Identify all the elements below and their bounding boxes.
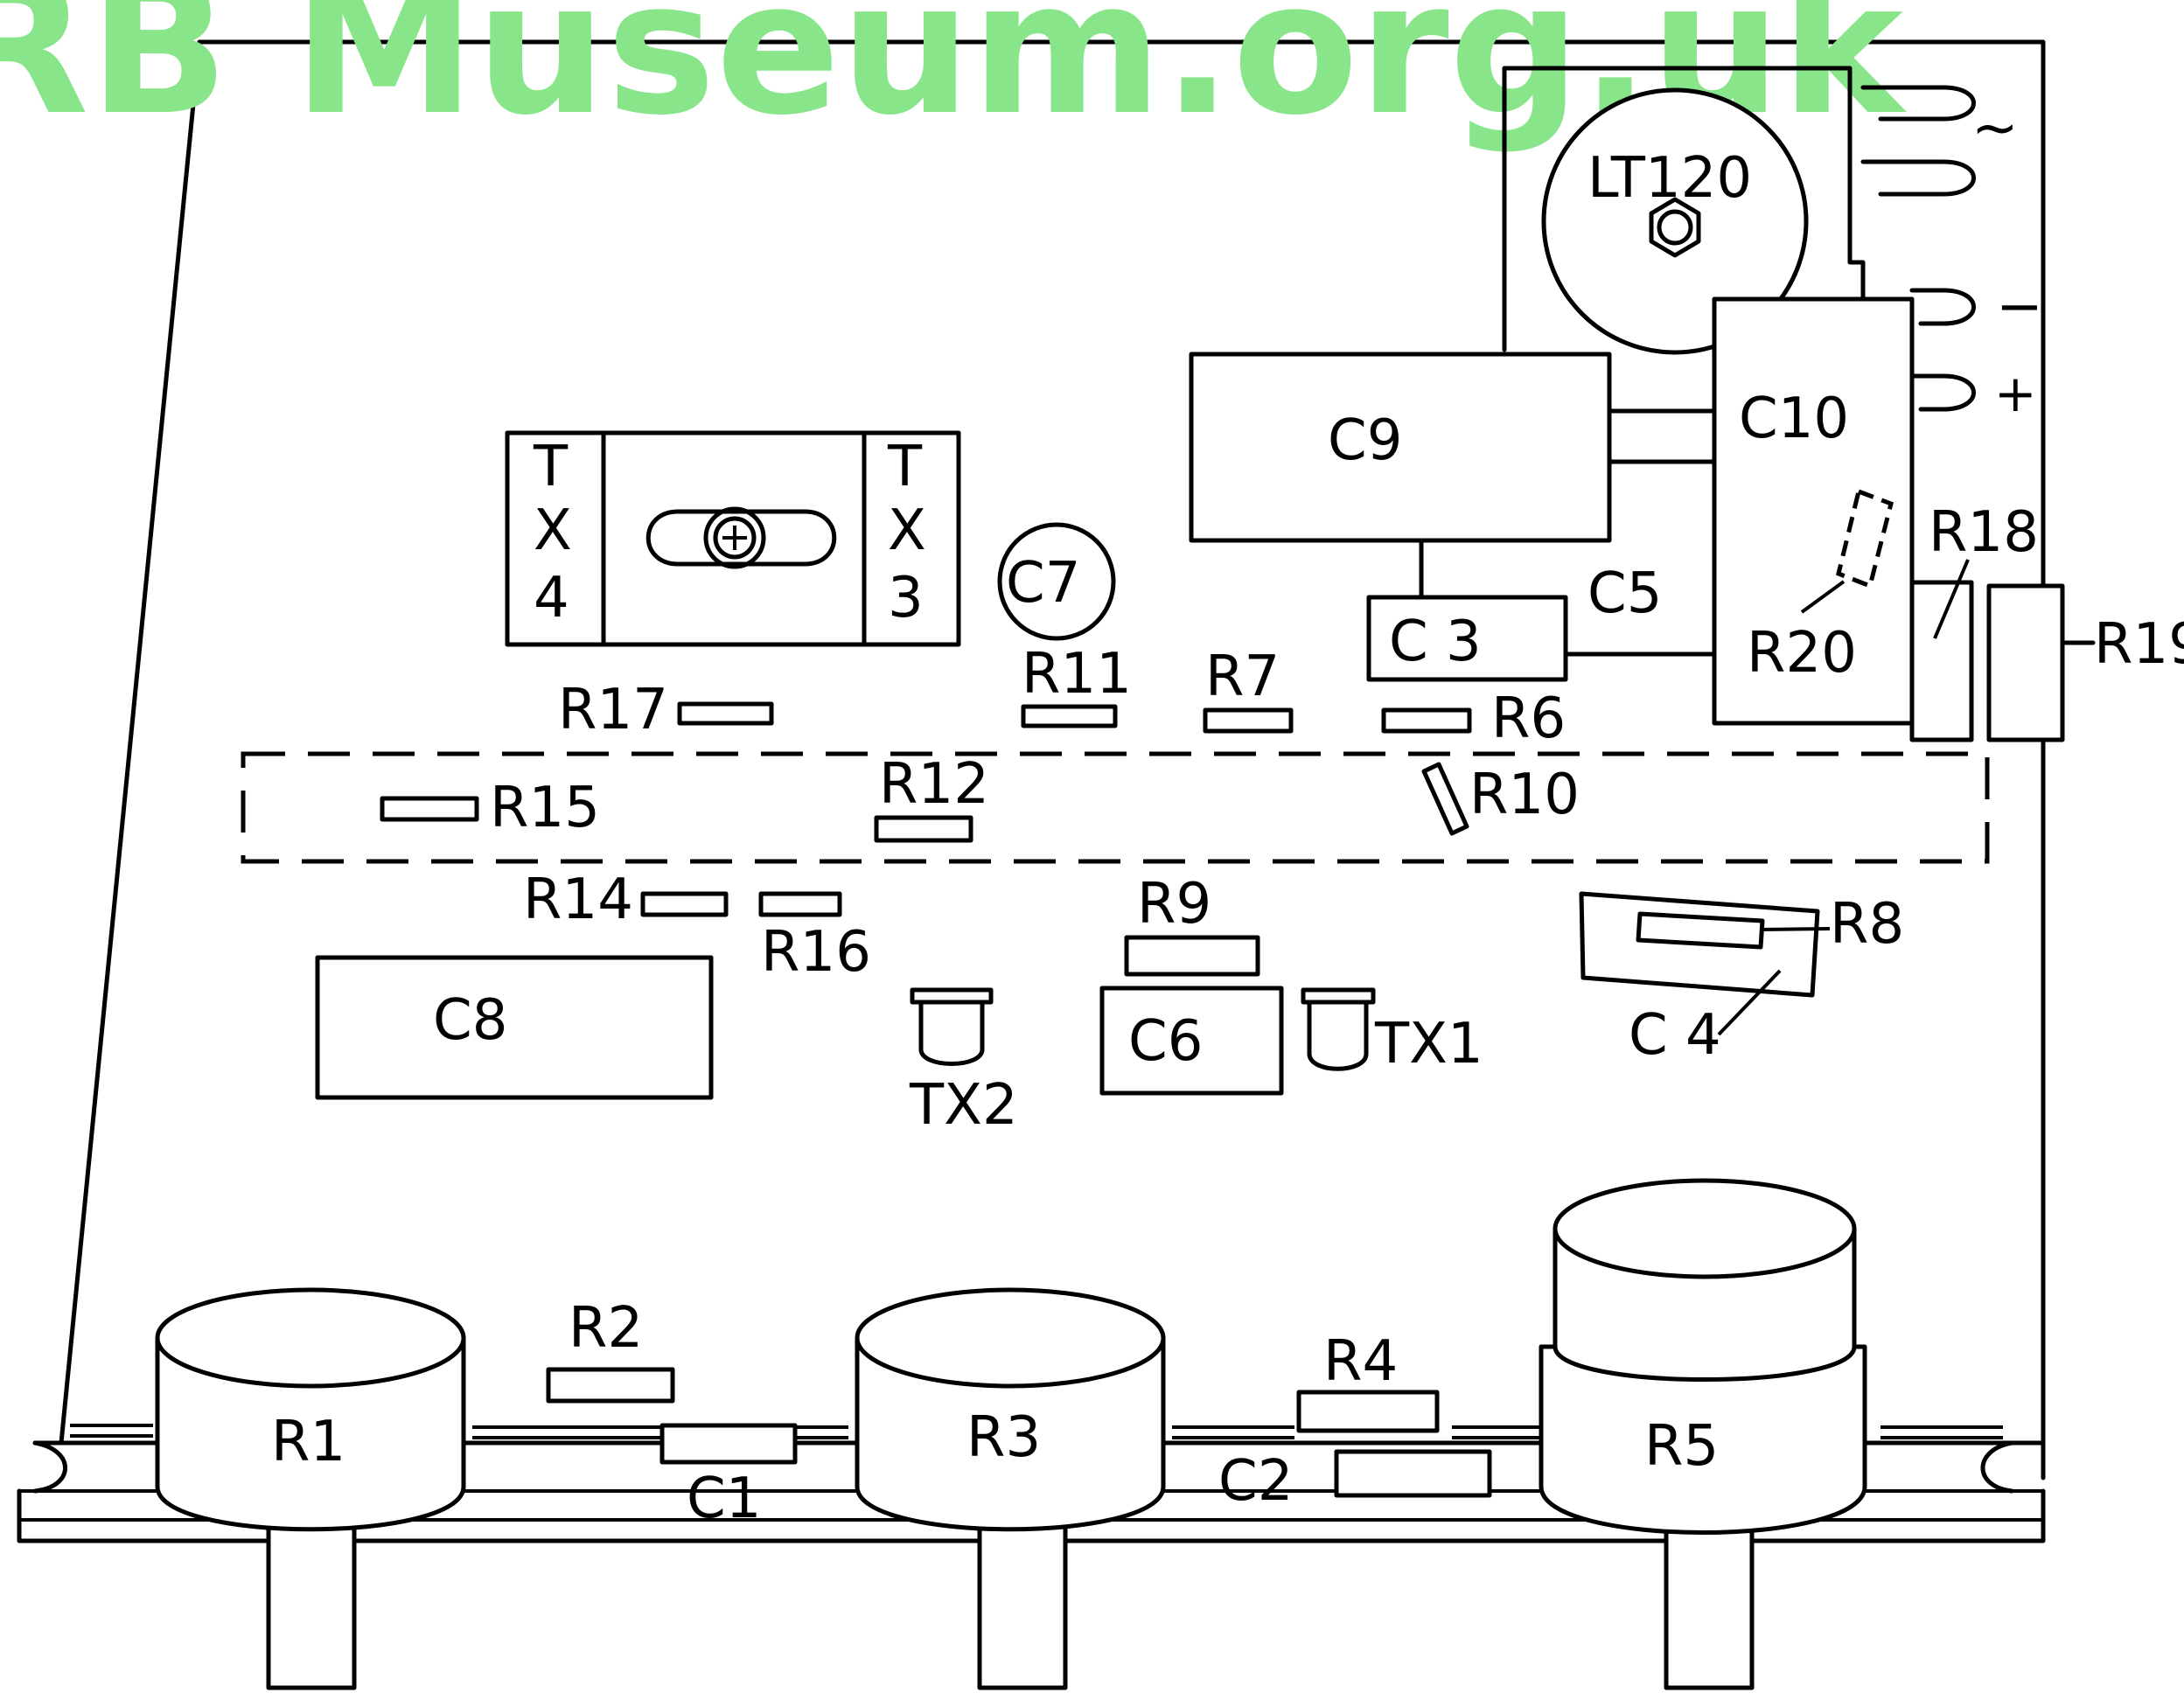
screening-dashed-outline xyxy=(241,751,1990,864)
c10-label: C10 xyxy=(1739,387,1849,451)
r1-label: R1 xyxy=(271,1410,345,1474)
tx3-label-t: T xyxy=(887,435,923,499)
terminal-tags xyxy=(1860,85,1976,412)
c2-label: C2 xyxy=(1218,1449,1293,1514)
r17-label: R17 xyxy=(558,678,668,742)
c7-label: C7 xyxy=(1006,551,1080,616)
tx4-label-t: T xyxy=(533,435,569,499)
r5-potentiometer xyxy=(1539,1178,1867,1690)
panel-groove-lines xyxy=(70,1424,2003,1439)
r20-leader xyxy=(1800,580,1846,614)
r1-potentiometer xyxy=(155,1287,466,1690)
c10-capacitor xyxy=(1712,296,1915,726)
r6-resistor xyxy=(1381,707,1472,734)
tx4-label-x: X xyxy=(534,498,572,563)
c2-capacitor xyxy=(1334,1449,1492,1498)
minus-terminal-label: − xyxy=(1996,275,2043,339)
tx2-label: TX2 xyxy=(909,1073,1018,1138)
r9-label: R9 xyxy=(1137,872,1211,937)
r18-label: R18 xyxy=(1929,500,2039,565)
r16-resistor xyxy=(758,891,842,917)
c1-label: C1 xyxy=(687,1467,761,1531)
c9-capacitor xyxy=(1189,352,1612,543)
tx3-label-3: 3 xyxy=(888,566,924,631)
c4-leader xyxy=(1717,969,1782,1036)
r17-resistor xyxy=(677,701,774,726)
r4-label: R4 xyxy=(1323,1329,1398,1394)
tx1-label: TX1 xyxy=(1374,1012,1483,1076)
r14-label: R14 xyxy=(523,867,633,932)
r11-resistor xyxy=(1021,704,1118,728)
left-panel-slot xyxy=(32,1440,67,1494)
c9-c10-links xyxy=(1607,408,1717,464)
r3-label: R3 xyxy=(966,1405,1041,1470)
tx4-label-4: 4 xyxy=(534,566,569,631)
ac-terminal-label: ~ xyxy=(1971,96,2019,161)
c3-capacitor xyxy=(1366,595,1568,682)
r8-leader xyxy=(1760,927,1831,931)
r3-potentiometer xyxy=(855,1287,1166,1690)
r2-label: R2 xyxy=(569,1296,643,1361)
r6-label: R6 xyxy=(1491,686,1566,751)
r16-label: R16 xyxy=(761,920,871,985)
tx3-label-x: X xyxy=(888,498,926,563)
c4-label: C 4 xyxy=(1629,1003,1721,1068)
r19-label: R19 xyxy=(2094,612,2184,677)
lt120-transformer xyxy=(1541,87,1809,355)
c1-capacitor xyxy=(659,1423,798,1465)
c9-label: C9 xyxy=(1328,408,1402,473)
r2-resistor xyxy=(546,1367,675,1404)
r14-resistor xyxy=(640,891,729,917)
c6-capacitor xyxy=(1099,986,1284,1096)
tx-trimmer-clamp xyxy=(505,430,961,647)
r12-resistor xyxy=(874,815,973,843)
c3-links xyxy=(1419,538,1717,657)
r10-label: R10 xyxy=(1469,763,1580,827)
r5-label: R5 xyxy=(1644,1414,1719,1479)
r20-label: R20 xyxy=(1747,621,1857,686)
c6-label: C6 xyxy=(1128,1009,1203,1074)
r4-resistor xyxy=(1296,1390,1440,1433)
r11-label: R11 xyxy=(1022,642,1132,707)
r12-label: R12 xyxy=(879,752,989,817)
r19-resistor xyxy=(1986,583,2065,742)
right-panel-slot xyxy=(1980,1440,2014,1494)
tx2-trimmer xyxy=(910,987,994,1066)
c5-label: C5 xyxy=(1587,561,1662,626)
c7-capacitor xyxy=(997,522,1116,641)
r7-label: R7 xyxy=(1205,644,1280,709)
plus-terminal-label: + xyxy=(1994,364,2037,423)
r7-resistor xyxy=(1203,707,1294,734)
r10-resistor xyxy=(1421,762,1469,836)
r20-resistor xyxy=(1836,488,1894,589)
r8-label: R8 xyxy=(1830,892,1904,957)
transformer-core-nut xyxy=(1649,197,1701,258)
r15-resistor xyxy=(380,796,479,822)
c8-capacitor xyxy=(315,955,714,1100)
board-outline xyxy=(59,39,2046,1481)
r9-resistor xyxy=(1124,935,1260,977)
r8-resistor xyxy=(1636,911,1765,950)
r18-resistor xyxy=(1909,580,1974,742)
c3-label: C 3 xyxy=(1389,610,1482,674)
tx1-trimmer xyxy=(1301,987,1376,1071)
c8-label: C8 xyxy=(433,988,507,1053)
r15-label: R15 xyxy=(490,776,600,840)
r18-leader xyxy=(1933,559,1970,639)
